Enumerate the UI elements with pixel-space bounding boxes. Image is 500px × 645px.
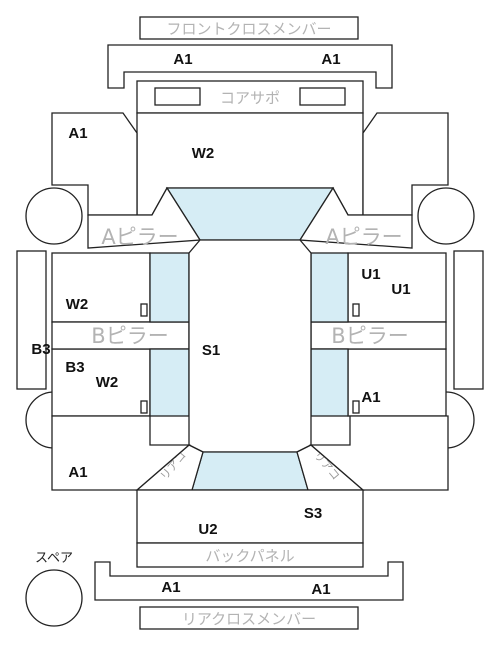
b-pillar-left[interactable] [51, 321, 190, 350]
code-hood: W2 [192, 145, 215, 162]
code-left-rear-fender: A1 [68, 464, 87, 481]
a-pillar-right[interactable] [298, 186, 413, 249]
side-window-front-left[interactable] [149, 252, 190, 323]
side-window-front-right[interactable] [310, 252, 349, 323]
code-left-rear-door-upper: W2 [66, 296, 89, 313]
b-pillar-right-label: Bピラー [331, 324, 408, 348]
trunk-lid[interactable] [136, 489, 364, 544]
code-right-rear-door: A1 [361, 389, 380, 406]
door-handle-front-left [140, 303, 148, 317]
code-rear-member-right: A1 [311, 581, 330, 598]
code-front-member-right: A1 [321, 51, 340, 68]
rocker-panel-left[interactable] [16, 250, 47, 390]
front-door-left[interactable] [51, 252, 151, 323]
code-right-front-door-1: U1 [361, 266, 380, 283]
rocker-panel-right[interactable] [453, 250, 484, 390]
code-rear-member-left: A1 [161, 579, 180, 596]
spare-tire[interactable] [25, 569, 83, 627]
b-pillar-left-label: Bピラー [91, 324, 168, 348]
code-left-rear-door-lower-1: B3 [65, 359, 84, 376]
front-cross-member-panel[interactable] [139, 16, 359, 40]
rear-fender-right[interactable] [309, 415, 449, 491]
code-left-rear-door-lower-2: W2 [96, 374, 119, 391]
rear-window[interactable] [191, 451, 309, 491]
code-rocker-left: B3 [31, 341, 50, 358]
code-roof: S1 [202, 342, 220, 359]
core-support-label: コアサポ [220, 89, 280, 107]
rear-cross-member-panel[interactable] [139, 606, 359, 630]
front-member-bracket[interactable] [107, 44, 393, 89]
front-left-tire[interactable] [25, 187, 83, 245]
front-cross-member-label: フロントクロスメンバー [166, 20, 331, 38]
core-support-hole-left [154, 87, 201, 106]
a-pillar-right-label: Aピラー [325, 225, 402, 249]
door-handle-front-right [352, 303, 360, 317]
rear-door-right[interactable] [347, 348, 447, 417]
rear-member-bracket[interactable] [94, 561, 404, 601]
back-panel-label: バックパネル [205, 547, 294, 565]
rear-cross-member-label: リアクロスメンバー [182, 610, 316, 628]
core-support-hole-right [299, 87, 346, 106]
a-pillar-left-label: Aピラー [101, 225, 178, 249]
code-front-fender-left: A1 [68, 125, 87, 142]
front-right-tire[interactable] [417, 187, 475, 245]
a-pillar-left[interactable] [87, 186, 202, 249]
side-window-rear-right[interactable] [310, 348, 349, 417]
b-pillar-right[interactable] [310, 321, 447, 350]
door-handle-rear-right [352, 400, 360, 414]
code-trunk-right: S3 [304, 505, 322, 522]
code-right-front-door-2: U1 [391, 281, 410, 298]
back-panel[interactable] [136, 542, 364, 568]
code-trunk-left: U2 [198, 521, 217, 538]
door-handle-rear-left [140, 400, 148, 414]
front-door-right[interactable] [347, 252, 447, 323]
code-front-member-left: A1 [173, 51, 192, 68]
side-window-rear-left[interactable] [149, 348, 190, 417]
spare-tire-label: スペア [35, 551, 73, 566]
rear-fender-left[interactable] [51, 415, 191, 491]
